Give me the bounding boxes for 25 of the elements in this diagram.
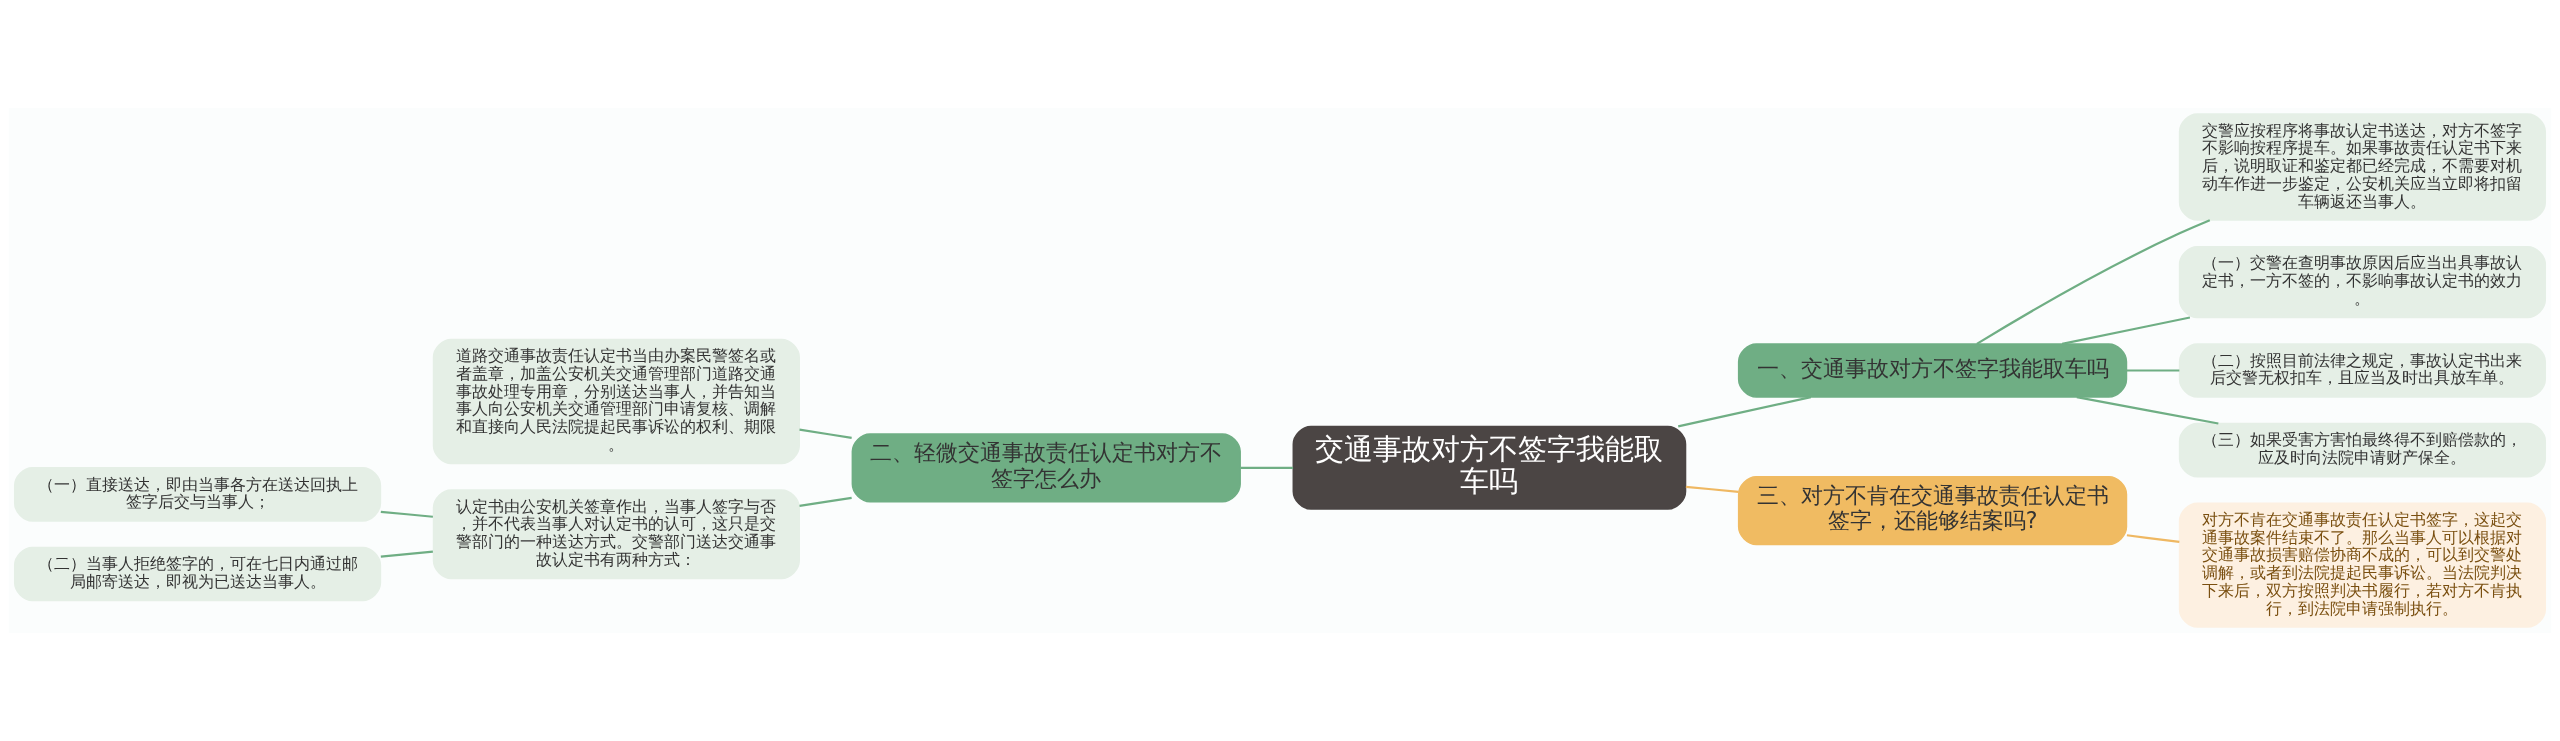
connector: [1240, 466, 1294, 469]
connector: [2061, 316, 2191, 346]
connector: [380, 510, 433, 518]
node-box: （一）交警在查明事故原因后应当出具事故认定书，一方不签的，不影响事故认定书的效力。: [2178, 245, 2547, 319]
node-box: 认定书由公安机关签章作出，当事人签字与否，并不代表当事人对认定书的认可，这只是交警部门的一种送达方式。交警部门送达交通事故认定书有两种方式：: [432, 489, 800, 580]
connector: [1677, 396, 1812, 428]
node-box: 对方不肯在交通事故责任认定书签字，这起交通事故案件结束不了。那么当事人可以根据对交通事故损害赔偿协商不成的，可以到交警处调解，或者到法院提起民事诉讼。当法院判决下来后，双方按照判决书履行，若对方不肯执行，到法院申请强制执行。: [2178, 502, 2547, 628]
connector: [1976, 219, 2211, 345]
connector: [2126, 369, 2180, 372]
node-box: 道路交通事故责任认定书当由办案民警签名或者盖章，加盖公安机关交通管理部门道路交通事故处理专用章，分别送达当事人，并告知当事人向公安机关交通管理部门申请复核、调解和直接向人民法院提起民事诉讼的权利、期限。: [432, 338, 800, 465]
node-box: （二）按照目前法律之规定，事故认定书出来后交警无权扣车，且应当及时出具放车单。: [2178, 343, 2547, 398]
node-box: （三）如果受害方害怕最终得不到赔偿款的，应及时向法院申请财产保全。: [2178, 422, 2547, 478]
connector: [799, 428, 852, 439]
node-box: 一、交通事故对方不签字我能取车吗: [1737, 343, 2128, 398]
node-box: （一）直接送达，即由当事各方在送达回执上签字后交与当事人；: [13, 467, 382, 522]
node-box: 三、对方不肯在交通事故责任认定书签字，还能够结案吗?: [1737, 475, 2128, 546]
node-box: 二、轻微交通事故责任认定书对方不签字怎么办: [851, 433, 1241, 503]
node-box: 交通事故对方不签字我能取车吗: [1292, 425, 1687, 510]
connector: [2076, 396, 2219, 425]
connector: [2126, 534, 2180, 544]
connector: [1685, 485, 1739, 493]
connector: [799, 496, 852, 508]
node-box: （二）当事人拒绝签字的，可在七日内通过邮局邮寄送达，即视为已送达当事人。: [13, 546, 382, 602]
connector: [380, 550, 433, 558]
node-box: 交警应按程序将事故认定书送达，对方不签字不影响按程序提车。如果事故责任认定书下来后，说明取证和鉴定都已经完成，不需要对机动车作进一步鉴定，公安机关应当立即将扣留车辆返还当事人。: [2178, 113, 2547, 221]
